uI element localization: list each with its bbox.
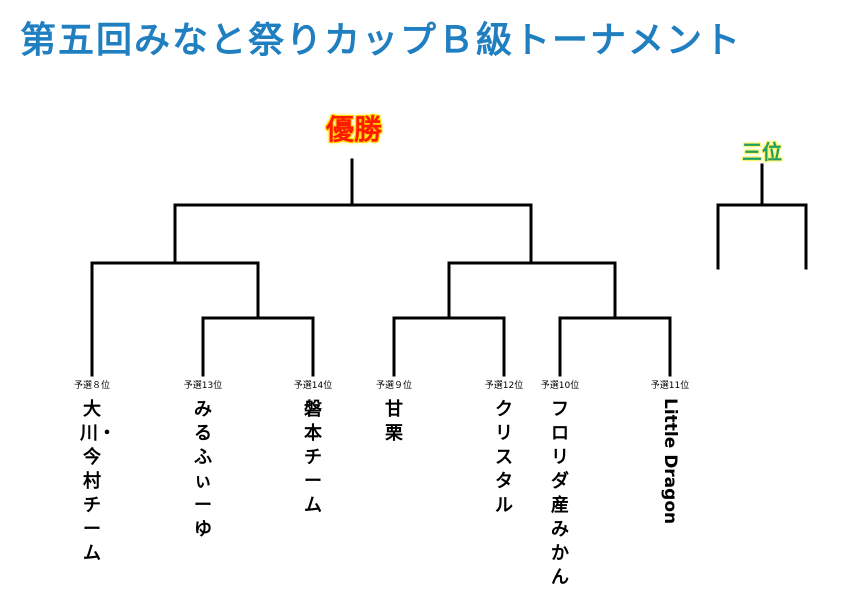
seed-label: 予選14位 [293,381,333,391]
team-name: 大川・今村チーム [80,399,116,564]
quarterfinal-left-line [201,316,315,377]
seed-label: 予選11位 [650,381,690,391]
page-title: 第五回みなと祭りカップＢ級トーナメント [20,20,743,61]
seed-label: 予選８位 [73,381,110,391]
team-name: みるふぃーゆ [194,399,212,540]
quarterfinal-right-a-line [392,316,506,377]
third-place-line [716,163,808,270]
semifinal-left-line [90,261,260,377]
champion-label: 優勝 [325,113,382,146]
final-match-line [173,158,533,265]
team-name: 磐本チーム [304,399,322,516]
team-name: Little Dragon [660,398,680,525]
seed-label: 予選12位 [484,381,524,391]
seed-label: 予選13位 [183,381,223,391]
third-place-label: 三位 [742,140,782,164]
seed-label: 予選９位 [375,381,412,391]
team-name: 甘栗 [385,399,403,444]
team-name: クリスタル [495,399,513,516]
semifinal-right-line [447,261,617,320]
quarterfinal-right-b-line [558,316,672,377]
seed-label: 予選10位 [540,381,580,391]
team-name: フロリダ産みかん [551,399,569,588]
